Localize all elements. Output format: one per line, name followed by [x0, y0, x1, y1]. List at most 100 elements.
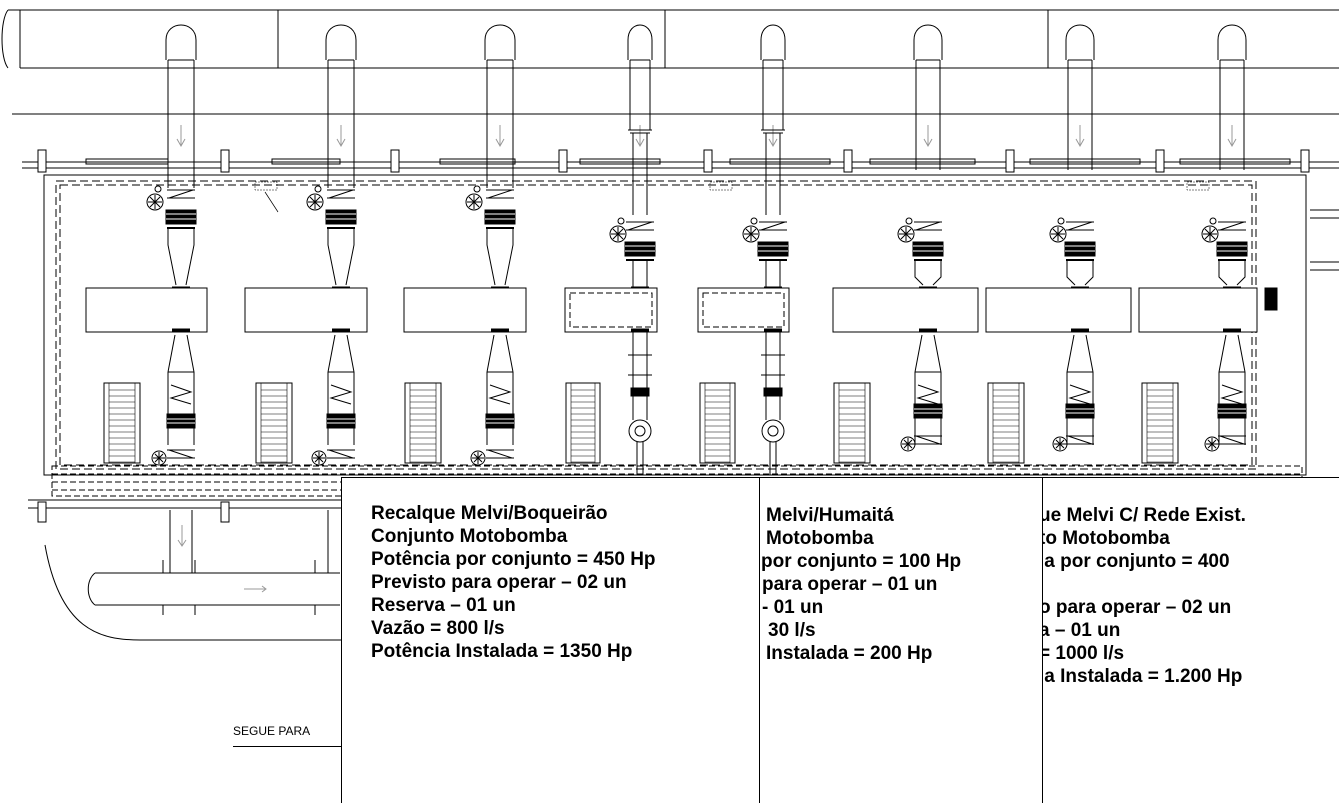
- expansion-joint: [329, 384, 353, 405]
- wall-pillar: [1155, 149, 1165, 173]
- flow-arrow: [495, 125, 505, 148]
- gate-valve: [486, 449, 514, 459]
- panel-line: Potência Instalada = 1350 Hp: [371, 641, 633, 662]
- stair-rail: [1146, 383, 1174, 463]
- check-valve: [759, 221, 787, 231]
- valve-spokes: [1051, 227, 1065, 241]
- panel-line: o para operar – 02 un: [1042, 597, 1232, 618]
- wall-pillar: [37, 149, 47, 173]
- panel-line: Previsto para operar – 02 un: [371, 572, 627, 593]
- flow-arrow: [635, 125, 645, 148]
- coupling-lines: [327, 418, 355, 424]
- coupling-lines: [167, 418, 195, 424]
- expansion-joint: [1068, 384, 1092, 405]
- intake-bend: [325, 24, 357, 60]
- check-valve: [626, 221, 654, 231]
- flexible-coupling: [757, 241, 789, 257]
- reducer: [765, 133, 781, 215]
- valve-actuator: [905, 217, 913, 225]
- suction-pipe: [167, 372, 195, 445]
- valve-handwheel-icon: [609, 225, 627, 243]
- expansion-joint: [1220, 384, 1244, 405]
- check-valve: [1218, 221, 1246, 231]
- discharge-pipe: [629, 60, 651, 130]
- valve-spokes: [467, 195, 481, 209]
- discharge-pipe: [762, 60, 784, 130]
- pump-pipe: [769, 442, 777, 475]
- coupling-lines: [913, 245, 943, 252]
- flexible-coupling: [624, 241, 656, 257]
- pump-impeller: [634, 425, 646, 437]
- flexible-coupling: [326, 413, 356, 429]
- panel-line: = 1000 l/s: [1042, 643, 1125, 664]
- flow-arrow: [176, 125, 186, 148]
- flexible-coupling: [1065, 403, 1095, 419]
- pipe-tag: [709, 181, 733, 191]
- leader-line: [264, 191, 279, 213]
- stair: [987, 382, 1025, 464]
- suction-pipe: [327, 372, 355, 445]
- panel-line: Recalque Melvi/Boqueirão: [371, 503, 608, 524]
- intake-bend: [484, 24, 516, 60]
- reducer: [914, 260, 942, 286]
- coupling-lines: [1218, 408, 1246, 414]
- stair: [255, 382, 293, 464]
- stair-rail: [570, 383, 596, 463]
- valve-handwheel-icon: [470, 450, 486, 466]
- flexible-coupling: [165, 209, 197, 225]
- reducer: [167, 228, 195, 286]
- wall-pillar: [703, 149, 713, 173]
- wall-pillar: [37, 501, 47, 523]
- reducer: [1218, 260, 1246, 286]
- panel-humaita: Melvi/Humaitá Motobomba por conjunto = 1…: [759, 477, 1044, 803]
- gate-valve: [914, 435, 942, 445]
- valve-actuator: [1057, 217, 1065, 225]
- valve-handwheel-icon: [306, 193, 324, 211]
- coupling: [630, 387, 650, 397]
- flexible-coupling: [325, 209, 357, 225]
- flange: [628, 354, 652, 376]
- segue-underline: [233, 746, 343, 747]
- valve-actuator: [154, 185, 162, 193]
- wall-pillar: [1005, 149, 1015, 173]
- flexible-coupling: [1064, 241, 1096, 257]
- pump-motor-outline: [702, 292, 785, 328]
- pipe-tag: [1186, 181, 1210, 191]
- wall-panel: [271, 158, 341, 165]
- coupling-lines: [326, 213, 356, 220]
- check-valve: [327, 189, 355, 199]
- stair-rail: [108, 383, 136, 463]
- pump-motor-box: [564, 287, 658, 333]
- wall-panel: [869, 158, 976, 165]
- valve-spokes: [1206, 438, 1218, 450]
- panel-line: - 01 un: [762, 597, 824, 618]
- panel-line: 30 l/s: [768, 620, 816, 641]
- valve-handwheel-icon: [1201, 225, 1219, 243]
- expansion-joint: [916, 384, 940, 405]
- suction-reducer: [1218, 334, 1246, 373]
- coupling-lines: [1065, 245, 1095, 252]
- panel-line: Vazão = 800 l/s: [371, 618, 505, 639]
- panel-line: [1043, 573, 1246, 596]
- panel-rede-existente: ue Melvi C/ Rede Exist. to Motobomba ia …: [1042, 477, 1339, 803]
- gate-valve: [1218, 435, 1246, 445]
- valve-spokes: [313, 452, 325, 464]
- valve-spokes: [902, 438, 914, 450]
- valve-spokes: [744, 227, 758, 241]
- valve-spokes: [308, 195, 322, 209]
- valve-spokes: [153, 452, 165, 464]
- suction-pipe: [95, 572, 340, 606]
- wall-pillar: [220, 149, 230, 173]
- panel-line: a – 01 un: [1042, 620, 1121, 641]
- discharge-pipe: [915, 60, 941, 170]
- pump-icon: [628, 419, 652, 443]
- suction-reducer: [486, 334, 514, 373]
- wall-pillar: [220, 501, 230, 523]
- intake-bend: [1065, 24, 1095, 60]
- expansion-joint: [488, 384, 512, 405]
- pump-motor-box: [403, 287, 527, 333]
- suction-reducer: [167, 334, 195, 373]
- stair: [1141, 382, 1179, 464]
- valve-handwheel-icon: [742, 225, 760, 243]
- flow-arrow: [768, 125, 778, 148]
